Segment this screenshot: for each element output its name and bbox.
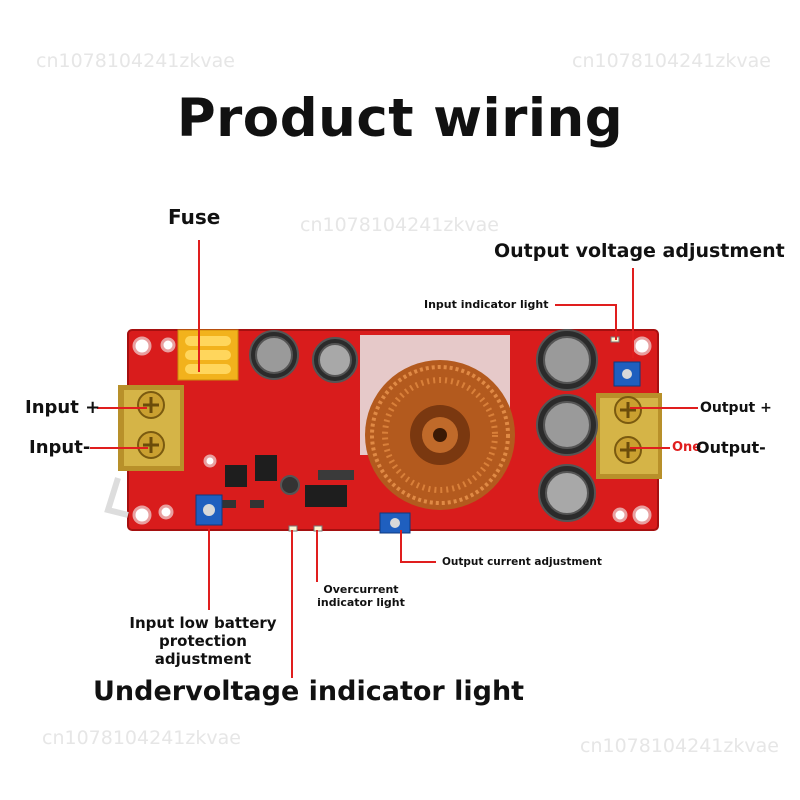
label-output-minus-prefix: One [672,440,702,455]
output-voltage-leader [632,268,634,358]
low-battery-leader [208,528,210,610]
toroid-inductor [365,360,515,510]
input-minus-leader [90,447,148,449]
label-output-current-adjustment: Output current adjustment [442,556,602,568]
label-input-indicator-light: Input indicator light [424,298,549,311]
label-input-minus: Input- [29,437,91,458]
undervoltage-leader [291,530,293,678]
label-overcurrent-indicator-light: Overcurrent indicator light [317,583,405,609]
output-plus-leader [630,407,698,409]
fuse-leader [198,240,200,372]
input-indicator-leader-v [615,304,617,340]
fuse-block [177,329,239,381]
label-input-low-battery-protection: Input low battery protection adjustment [129,614,277,668]
mounting-holes [132,336,652,525]
output-minus-leader [630,447,670,449]
label-output-minus: Output- [696,438,766,457]
page-title: Product wiring [176,88,624,149]
output-terminal [596,393,662,479]
input-plus-leader [97,407,147,409]
ic-chips [222,455,354,508]
watermark: cn1078104241zkvae [42,727,241,749]
label-output-voltage-adjustment: Output voltage adjustment [494,240,785,262]
label-fuse: Fuse [168,205,221,229]
output-current-leader-v [400,530,402,562]
watermark: cn1078104241zkvae [580,735,779,757]
trimpots [195,361,641,534]
label-input-plus: Input + [25,397,101,418]
capacitors [249,329,598,522]
output-current-leader-h [400,561,436,563]
label-undervoltage-indicator-light: Undervoltage indicator light [93,676,525,707]
watermark: cn1078104241zkvae [300,214,499,236]
label-output-plus: Output + [700,400,772,416]
input-indicator-leader-h [555,304,617,306]
input-terminal [104,385,184,518]
overcurrent-leader [316,530,318,582]
watermark: cn1078104241zkvae [36,50,235,72]
watermark: cn1078104241zkvae [572,50,771,72]
